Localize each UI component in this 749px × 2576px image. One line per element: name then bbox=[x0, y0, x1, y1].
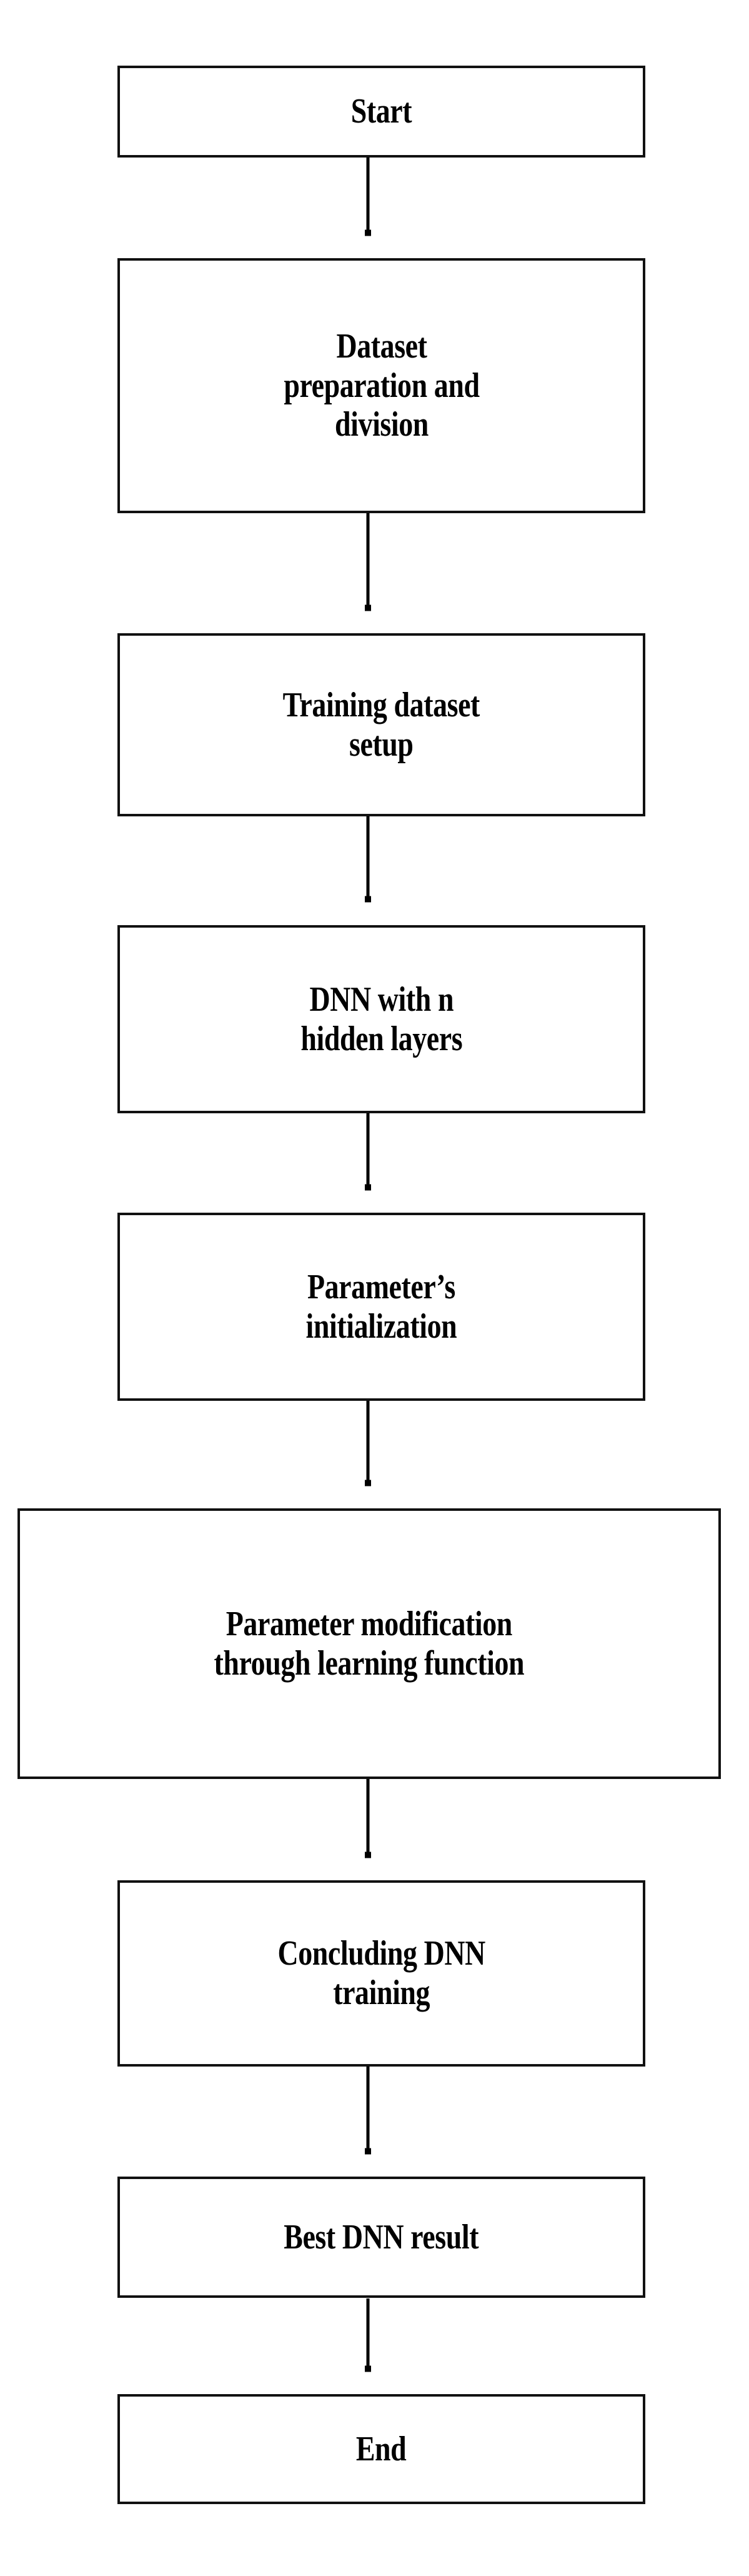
flow-node-dnn-hidden-layers-label: DNN with n hidden layers bbox=[300, 980, 462, 1058]
flow-node-parameter-initialization[interactable]: Parameter’s initialization bbox=[117, 1213, 645, 1401]
flow-node-best-dnn-result-label: Best DNN result bbox=[284, 2217, 479, 2257]
flow-node-start-label: Start bbox=[350, 92, 412, 131]
flow-node-dataset-preparation[interactable]: Dataset preparation and division bbox=[117, 258, 645, 513]
flow-node-end[interactable]: End bbox=[117, 2394, 645, 2504]
flow-node-parameter-modification-label: Parameter modification through learning … bbox=[214, 1604, 525, 1683]
flow-node-training-dataset-setup-label: Training dataset setup bbox=[282, 685, 480, 764]
flow-node-concluding-dnn-training[interactable]: Concluding DNN training bbox=[117, 1880, 645, 2067]
flow-node-dataset-preparation-label: Dataset preparation and division bbox=[283, 326, 480, 444]
flow-node-start[interactable]: Start bbox=[117, 66, 645, 158]
flow-node-best-dnn-result[interactable]: Best DNN result bbox=[117, 2177, 645, 2298]
flow-node-parameter-initialization-label: Parameter’s initialization bbox=[305, 1267, 457, 1346]
flow-node-training-dataset-setup[interactable]: Training dataset setup bbox=[117, 633, 645, 816]
flow-node-dnn-hidden-layers[interactable]: DNN with n hidden layers bbox=[117, 925, 645, 1113]
flow-node-end-label: End bbox=[356, 2429, 407, 2468]
flow-node-parameter-modification[interactable]: Parameter modification through learning … bbox=[17, 1508, 721, 1779]
flow-node-concluding-dnn-training-label: Concluding DNN training bbox=[277, 1934, 485, 2012]
